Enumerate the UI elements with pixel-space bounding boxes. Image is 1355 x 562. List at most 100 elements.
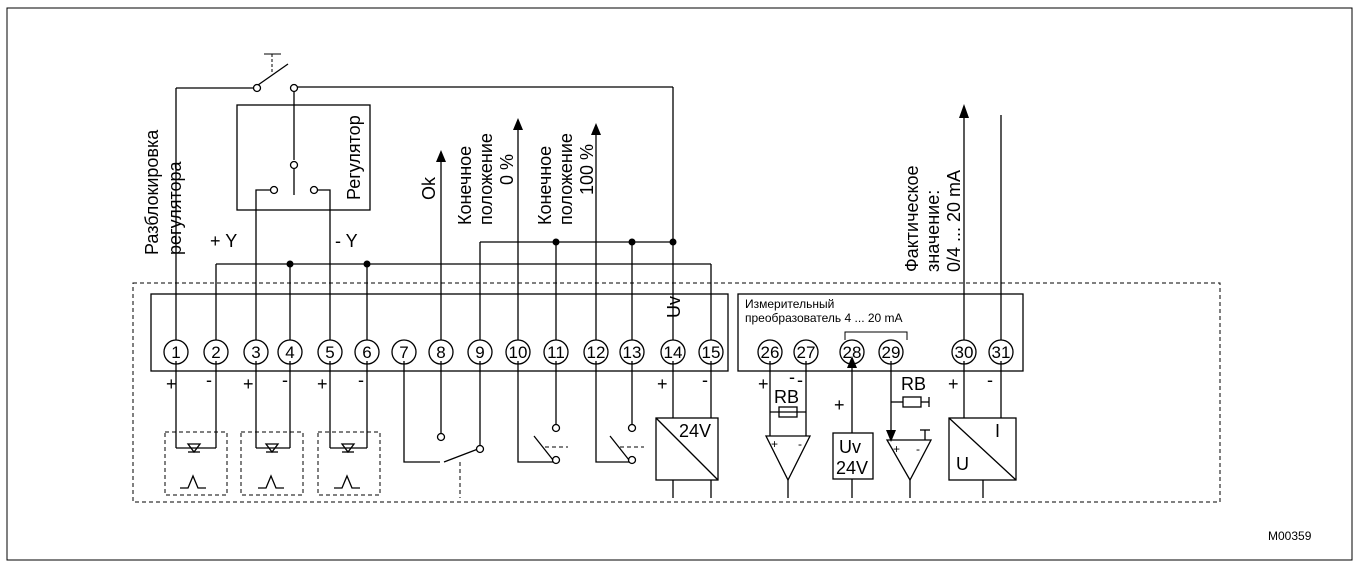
svg-text:-: -: [797, 370, 803, 390]
amp-plus: +: [771, 437, 778, 451]
terminal-number: 6: [362, 343, 371, 362]
regulator-label: Регулятор: [344, 115, 364, 200]
rb-label-29: RB: [901, 374, 926, 394]
transducer-label-2: преобразователь 4 ... 20 mA: [745, 311, 903, 325]
amp-minus: -: [798, 437, 802, 451]
terminal-30: 30: [951, 339, 977, 365]
terminal-number: 30: [955, 343, 974, 362]
terminal-9: 9: [467, 339, 493, 365]
terminal-number: 2: [211, 343, 220, 362]
terminal-number: 11: [547, 343, 565, 362]
regulator-changeover: [255, 92, 331, 195]
terminal-14: 14: [660, 339, 686, 365]
housing-dashed-outline: [132, 282, 1221, 503]
terminal-number: 9: [475, 343, 484, 362]
source-u-label: U: [956, 454, 969, 474]
svg-text:+: +: [317, 374, 328, 394]
limit-switch-0: [517, 361, 568, 465]
svg-text:-: -: [358, 370, 364, 390]
svg-text:+: +: [166, 374, 177, 394]
unlock-label-2: регулятора: [165, 160, 185, 255]
end0-label-3: 0 %: [497, 154, 517, 185]
terminal-number: 27: [797, 343, 816, 362]
svg-text:+: +: [758, 374, 769, 394]
svg-text:-: -: [702, 370, 708, 390]
terminal-number: 3: [251, 343, 260, 362]
amplifier-29: [885, 361, 933, 498]
limit-switch-100: [595, 361, 644, 465]
terminal-1: 1: [163, 339, 189, 365]
terminal-strip-transducer: [737, 293, 1024, 372]
end100-label-3: 100 %: [577, 144, 597, 195]
junction-dot: [628, 238, 636, 246]
actual-label-2: значение:: [923, 190, 943, 272]
bus-lines: [216, 86, 711, 265]
transducer-bracket: [844, 331, 908, 340]
svg-text:+: +: [657, 374, 668, 394]
source-i-label: I: [995, 421, 1000, 441]
actual-label-3: 0/4 ... 20 mA: [944, 170, 964, 272]
uv-source-label: Uv: [839, 437, 861, 457]
terminal-10: 10: [505, 339, 531, 365]
junction-dot: [363, 260, 371, 268]
unlock-label-1: Разблокировка: [142, 129, 162, 255]
supply-24v: [655, 361, 719, 498]
terminal-number: 1: [171, 343, 180, 362]
terminal-number: 29: [882, 343, 901, 362]
current-source-30-31: [948, 361, 1017, 498]
terminal-number: 8: [436, 343, 445, 362]
terminal-number: 14: [664, 343, 683, 362]
terminal-number: 13: [623, 343, 642, 362]
uv-source-28: [832, 356, 874, 498]
optocoupler-modules: [164, 361, 381, 496]
terminal-8: 8: [428, 339, 454, 365]
figure-id: M00359: [1268, 529, 1312, 543]
svg-text:+: +: [834, 395, 845, 415]
unlock-switch: [176, 53, 299, 93]
regulator-box: [236, 104, 371, 211]
terminal-upper-wires: [175, 87, 1002, 341]
uv-source-24v: 24V: [836, 458, 868, 478]
rb-label: RB: [774, 387, 799, 407]
terminal-6: 6: [354, 339, 380, 365]
actual-label-1: Фактическое: [902, 165, 922, 272]
amplifier-26-27: [764, 361, 812, 498]
terminal-3: 3: [243, 339, 269, 365]
terminal-number: 5: [325, 343, 334, 362]
junction-dot: [286, 260, 294, 268]
terminal-13: 13: [619, 339, 645, 365]
amp29-minus: -: [916, 442, 920, 456]
ok-label: Ok: [419, 176, 439, 200]
outer-frame: [6, 7, 1353, 561]
terminal-4: 4: [277, 339, 303, 365]
terminal-number: 15: [702, 343, 721, 362]
terminal-number: 31: [992, 343, 1011, 362]
terminal-15: 15: [698, 339, 724, 365]
terminal-strip-main: [150, 293, 729, 372]
amp29-plus: +: [893, 442, 900, 456]
minus-y-label: - Y: [335, 231, 358, 251]
svg-text:+: +: [243, 374, 254, 394]
svg-text:-: -: [282, 370, 288, 390]
terminal-7: 7: [391, 339, 417, 365]
svg-text:+: +: [948, 374, 959, 394]
polarity-marks: + - + - + - + - + - - + + -: [166, 367, 993, 415]
terminal-28: 28: [839, 339, 865, 365]
svg-text:-: -: [789, 367, 795, 387]
plus-y-label: + Y: [210, 231, 237, 251]
terminal-number: 26: [761, 343, 780, 362]
svg-text:-: -: [987, 370, 993, 390]
svg-text:-: -: [206, 370, 212, 390]
end0-arrow: [513, 118, 523, 130]
terminal-31: 31: [988, 339, 1014, 365]
terminal-27: 27: [793, 339, 819, 365]
terminal-number: 4: [285, 343, 294, 362]
uv-block-label: Uv: [664, 296, 684, 318]
end100-label-1: Конечное: [535, 146, 555, 225]
ok-relay-contact: [403, 361, 485, 498]
terminal-number: 7: [399, 343, 408, 362]
junction-dot: [669, 238, 677, 246]
terminal-number: 10: [509, 343, 528, 362]
terminal-11: 11: [543, 339, 569, 365]
